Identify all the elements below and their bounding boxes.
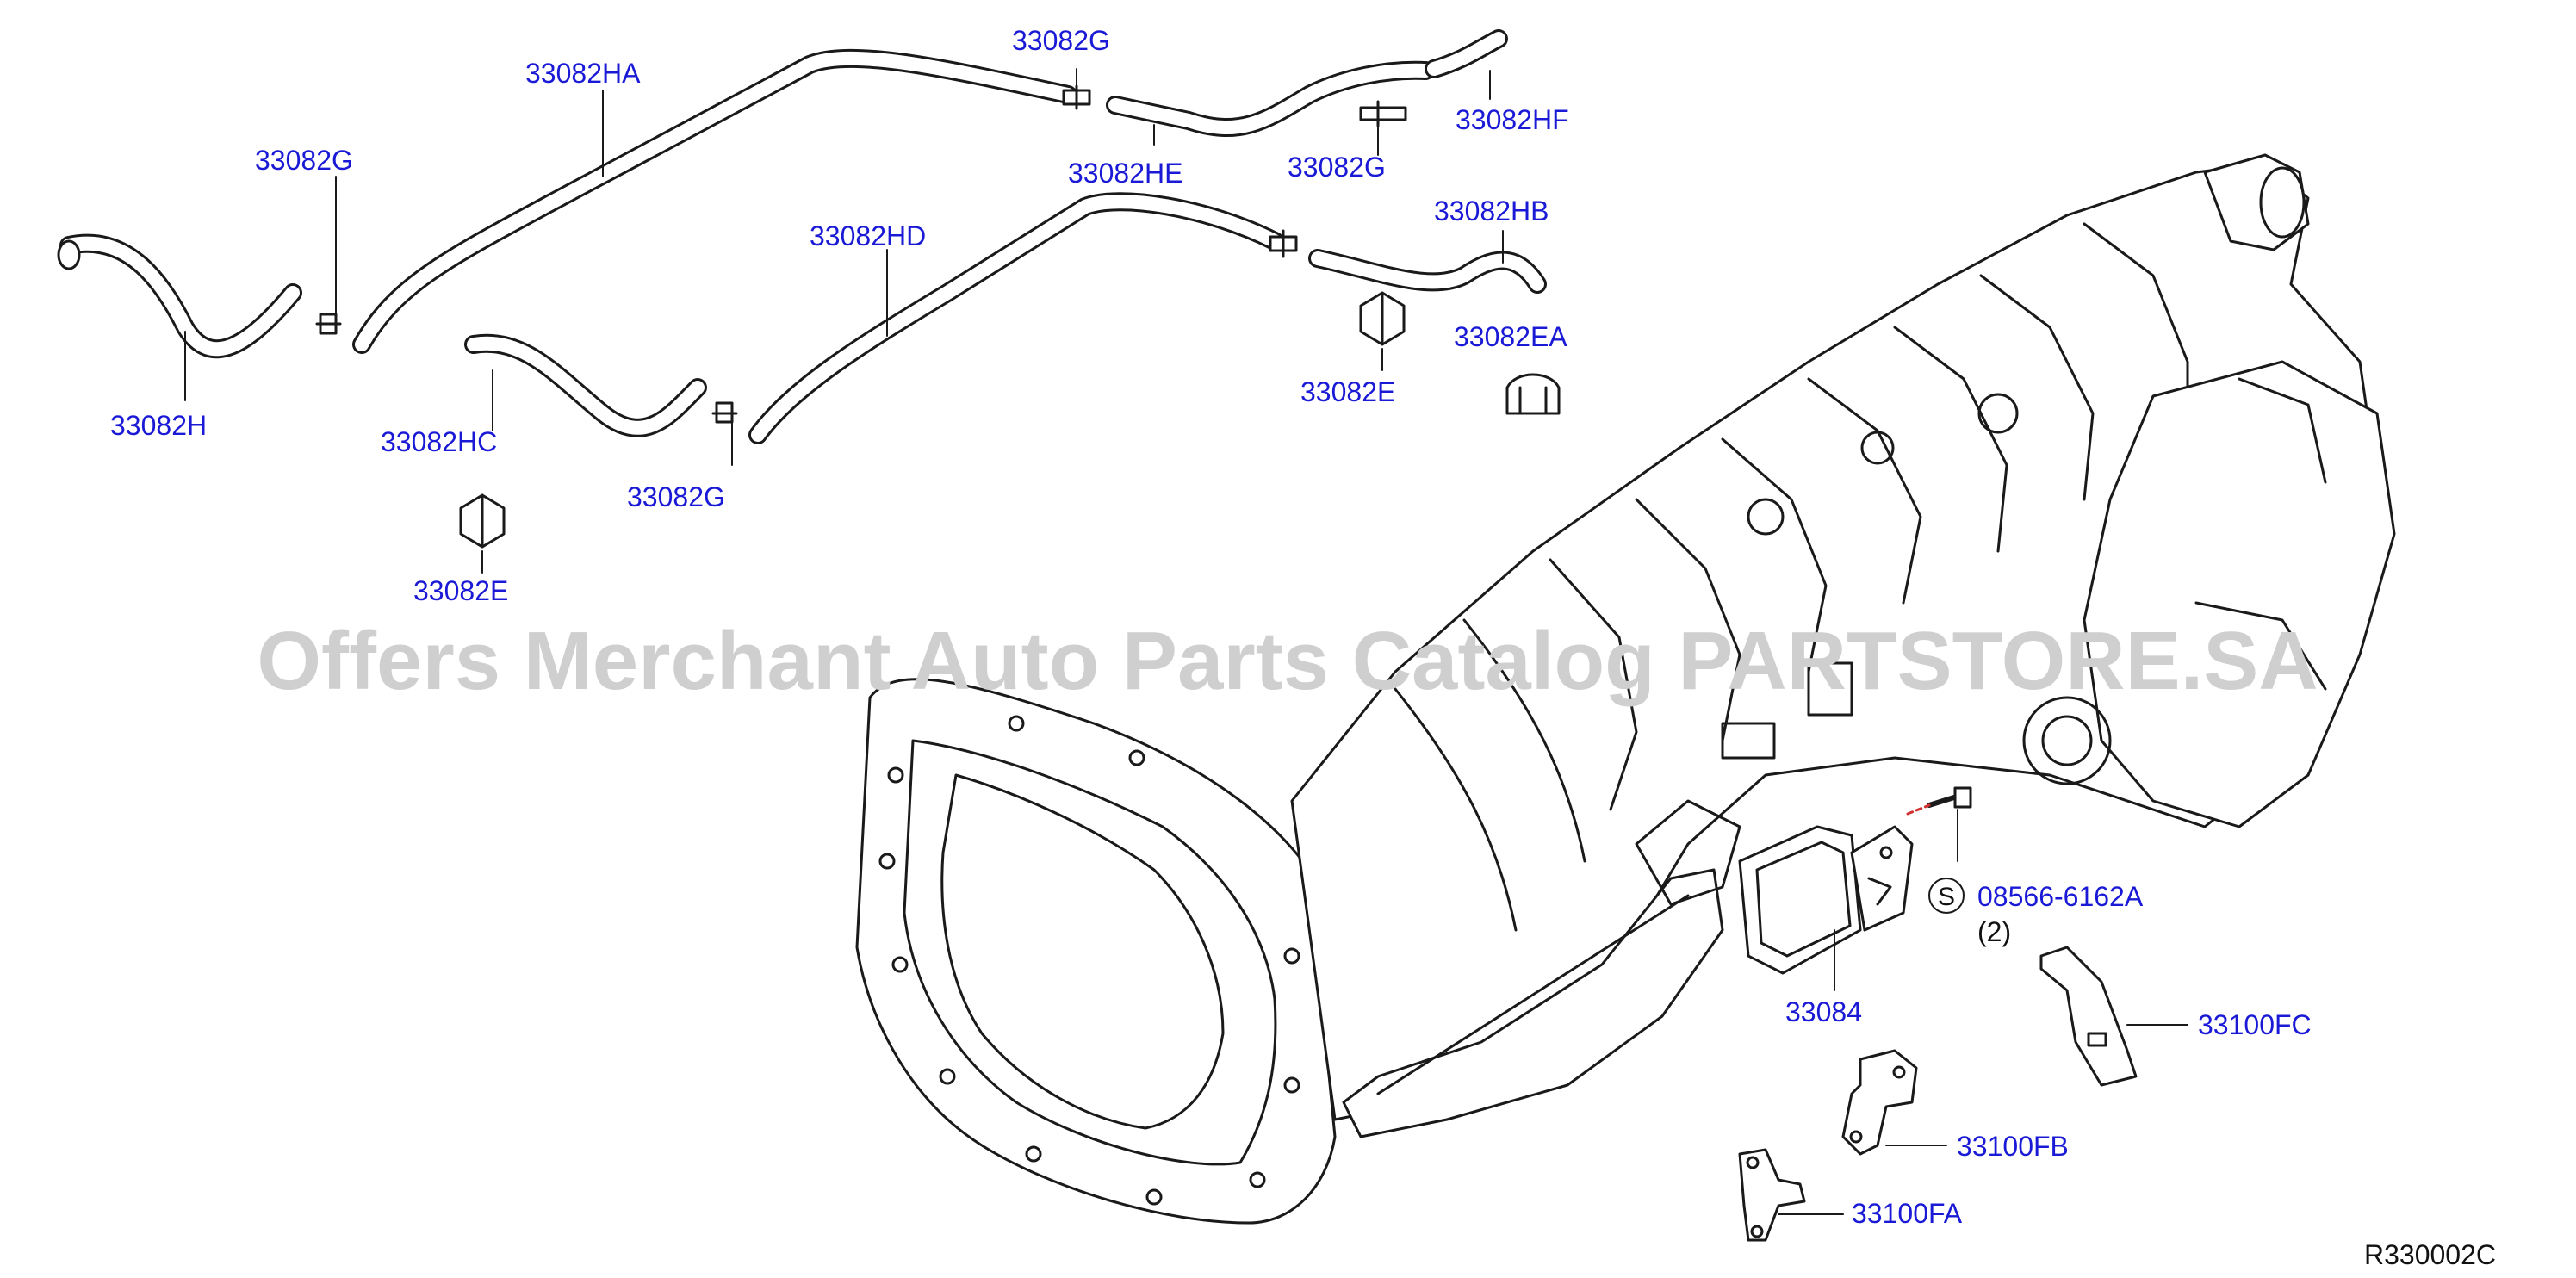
hose-33082HB [1308,249,1547,294]
hose-33082HA [352,48,1077,354]
label-33082H[interactable]: 33082H [110,410,207,441]
clip-33082E-left [459,493,506,549]
clip-33082E-right [1359,291,1406,346]
clip-33082EA [1505,373,1561,415]
bracket-33100FB [1841,1049,1918,1156]
label-33082G-left[interactable]: 33082G [255,145,353,176]
hose-33082HF [1425,29,1508,78]
label-33082G-mid[interactable]: 33082G [1288,152,1386,183]
bolt-08566-6162A [1906,786,1972,816]
label-33082EA[interactable]: 33082EA [1454,321,1567,352]
label-33100FB[interactable]: 33100FB [1957,1131,2069,1162]
connector-33082G-left [315,313,342,335]
reference-code: R330002C [2364,1239,2496,1270]
circled-s-symbol [1928,878,1965,914]
circled-s-letter: S [1938,883,1955,911]
label-33082E-right[interactable]: 33082E [1300,376,1395,407]
label-33082HF[interactable]: 33082HF [1456,104,1569,135]
label-33082E-left[interactable]: 33082E [413,575,508,606]
part-labels: 33082HA 33082G 33082G 33082HF 33082HE 33… [110,25,2312,1229]
label-08566-6162A[interactable]: 08566-6162A [1977,881,2144,912]
hose-33082H [57,233,302,359]
label-33082G-top[interactable]: 33082G [1012,25,1110,56]
watermark-text: Offers Merchant Auto Parts Catalog PARTS… [257,615,2318,707]
hose-33082HD [748,192,1284,444]
line-art [57,29,2396,1242]
hose-33082HE [1106,60,1435,137]
label-33082G-low[interactable]: 33082G [627,481,725,512]
label-33100FA[interactable]: 33100FA [1852,1198,1963,1229]
hose-33082HC [464,333,707,437]
connector-33082G-low [711,401,738,424]
transmission-assembly [855,153,2396,1225]
leader-lines [184,68,2188,1215]
control-unit-33084 [1738,825,1914,975]
label-33082HE[interactable]: 33082HE [1068,158,1182,189]
label-33082HD[interactable]: 33082HD [810,220,926,251]
connector-33082G-mid [1359,100,1407,127]
label-08566-quantity: (2) [1977,916,2011,947]
connector-33082G-top [1062,84,1091,110]
label-33082HC[interactable]: 33082HC [381,426,497,457]
bracket-33100FC [2039,946,2138,1087]
label-33082HA[interactable]: 33082HA [525,58,641,89]
bracket-33100FA [1738,1148,1806,1242]
label-33100FC[interactable]: 33100FC [2198,1009,2312,1040]
label-33082HB[interactable]: 33082HB [1434,195,1549,226]
connector-33082G-right [1269,229,1298,258]
label-33084[interactable]: 33084 [1785,996,1862,1027]
